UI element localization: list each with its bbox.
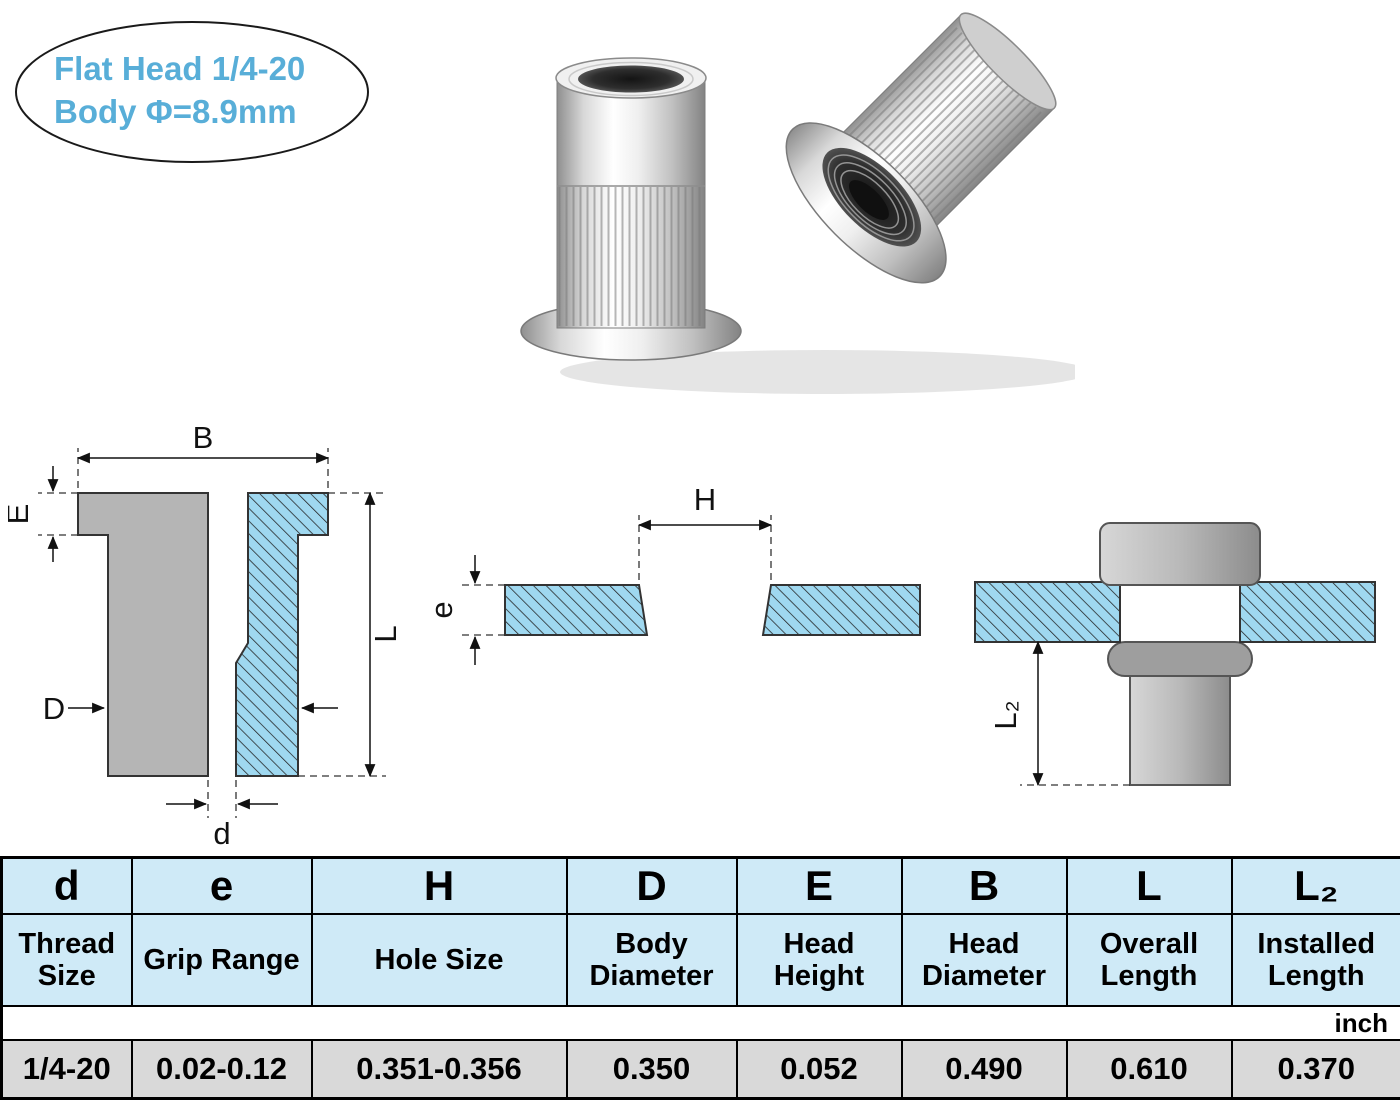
symbol-cell: D: [565, 856, 738, 915]
value-cell: 0.490: [900, 1039, 1068, 1100]
value-cell: 0.351-0.356: [310, 1039, 568, 1100]
dim-label-D: D: [43, 691, 65, 726]
symbol-cell: L: [1065, 856, 1233, 915]
badge-text: Flat Head 1/4-20 Body Φ=8.9mm: [54, 48, 305, 134]
unit-cell: inch: [0, 1005, 1400, 1041]
head-section-diagram: H e: [430, 482, 921, 665]
rivet-nut-photo-right: [785, 12, 1057, 284]
installed-bulge: [1107, 641, 1253, 677]
dim-label-B: B: [193, 420, 214, 455]
cross-section-diagram: B E D L d: [8, 420, 403, 851]
rivet-nut-photo-left: [520, 57, 742, 361]
value-cell: 0.350: [565, 1039, 738, 1100]
nut-section-shape: [77, 492, 329, 777]
symbol-cell: E: [735, 856, 903, 915]
spec-table: d e H D E B L L₂ Thread Size Grip Range …: [0, 856, 1400, 1100]
photo-shadow: [560, 350, 1075, 394]
dim-label-E: E: [8, 504, 35, 525]
label-cell: Installed Length: [1230, 913, 1400, 1007]
value-cell: 0.610: [1065, 1039, 1233, 1100]
dimension-lines: [469, 519, 773, 665]
extension-lines: [1020, 641, 1130, 786]
unit-row: inch: [0, 1005, 1400, 1041]
value-row: 1/4-20 0.02-0.12 0.351-0.356 0.350 0.052…: [0, 1039, 1400, 1100]
label-cell: Hole Size: [310, 913, 568, 1007]
symbol-cell: H: [310, 856, 568, 915]
symbol-cell: d: [0, 856, 133, 915]
label-cell: Head Diameter: [900, 913, 1068, 1007]
value-cell: 0.052: [735, 1039, 903, 1100]
dim-label-L2: L₂: [988, 700, 1023, 729]
value-cell: 1/4-20: [0, 1039, 133, 1100]
label-cell: Head Height: [735, 913, 903, 1007]
dimension-lines: [47, 452, 376, 810]
top-opening: [578, 65, 684, 93]
plate-right: [1239, 581, 1376, 643]
spec-badge: Flat Head 1/4-20 Body Φ=8.9mm: [8, 18, 380, 170]
dim-label-e: e: [430, 601, 459, 618]
knurl-texture: [558, 187, 704, 326]
badge-line1: Flat Head 1/4-20: [54, 50, 306, 87]
value-cell: 0.370: [1230, 1039, 1400, 1100]
head-section-shape: [504, 584, 921, 636]
symbol-cell: L₂: [1230, 856, 1400, 915]
dim-label-H: H: [694, 482, 716, 517]
symbol-row: d e H D E B L L₂: [0, 856, 1400, 915]
label-cell: Thread Size: [0, 913, 133, 1007]
label-cell: Overall Length: [1065, 913, 1233, 1007]
dim-label-d: d: [213, 816, 230, 851]
badge-ellipse-outline: [15, 21, 369, 163]
badge-line2: Body Φ=8.9mm: [54, 92, 297, 130]
symbol-cell: e: [130, 856, 313, 915]
installed-nut-shape: [974, 522, 1376, 786]
nut-head: [1099, 522, 1261, 586]
label-row: Thread Size Grip Range Hole Size Body Di…: [0, 913, 1400, 1007]
symbol-cell: B: [900, 856, 1068, 915]
value-cell: 0.02-0.12: [130, 1039, 313, 1100]
label-cell: Grip Range: [130, 913, 313, 1007]
installed-diagram: L₂: [974, 522, 1376, 787]
product-photo: [520, 12, 1075, 394]
plate-left: [974, 581, 1121, 643]
dim-label-L: L: [368, 625, 403, 642]
label-cell: Body Diameter: [565, 913, 738, 1007]
